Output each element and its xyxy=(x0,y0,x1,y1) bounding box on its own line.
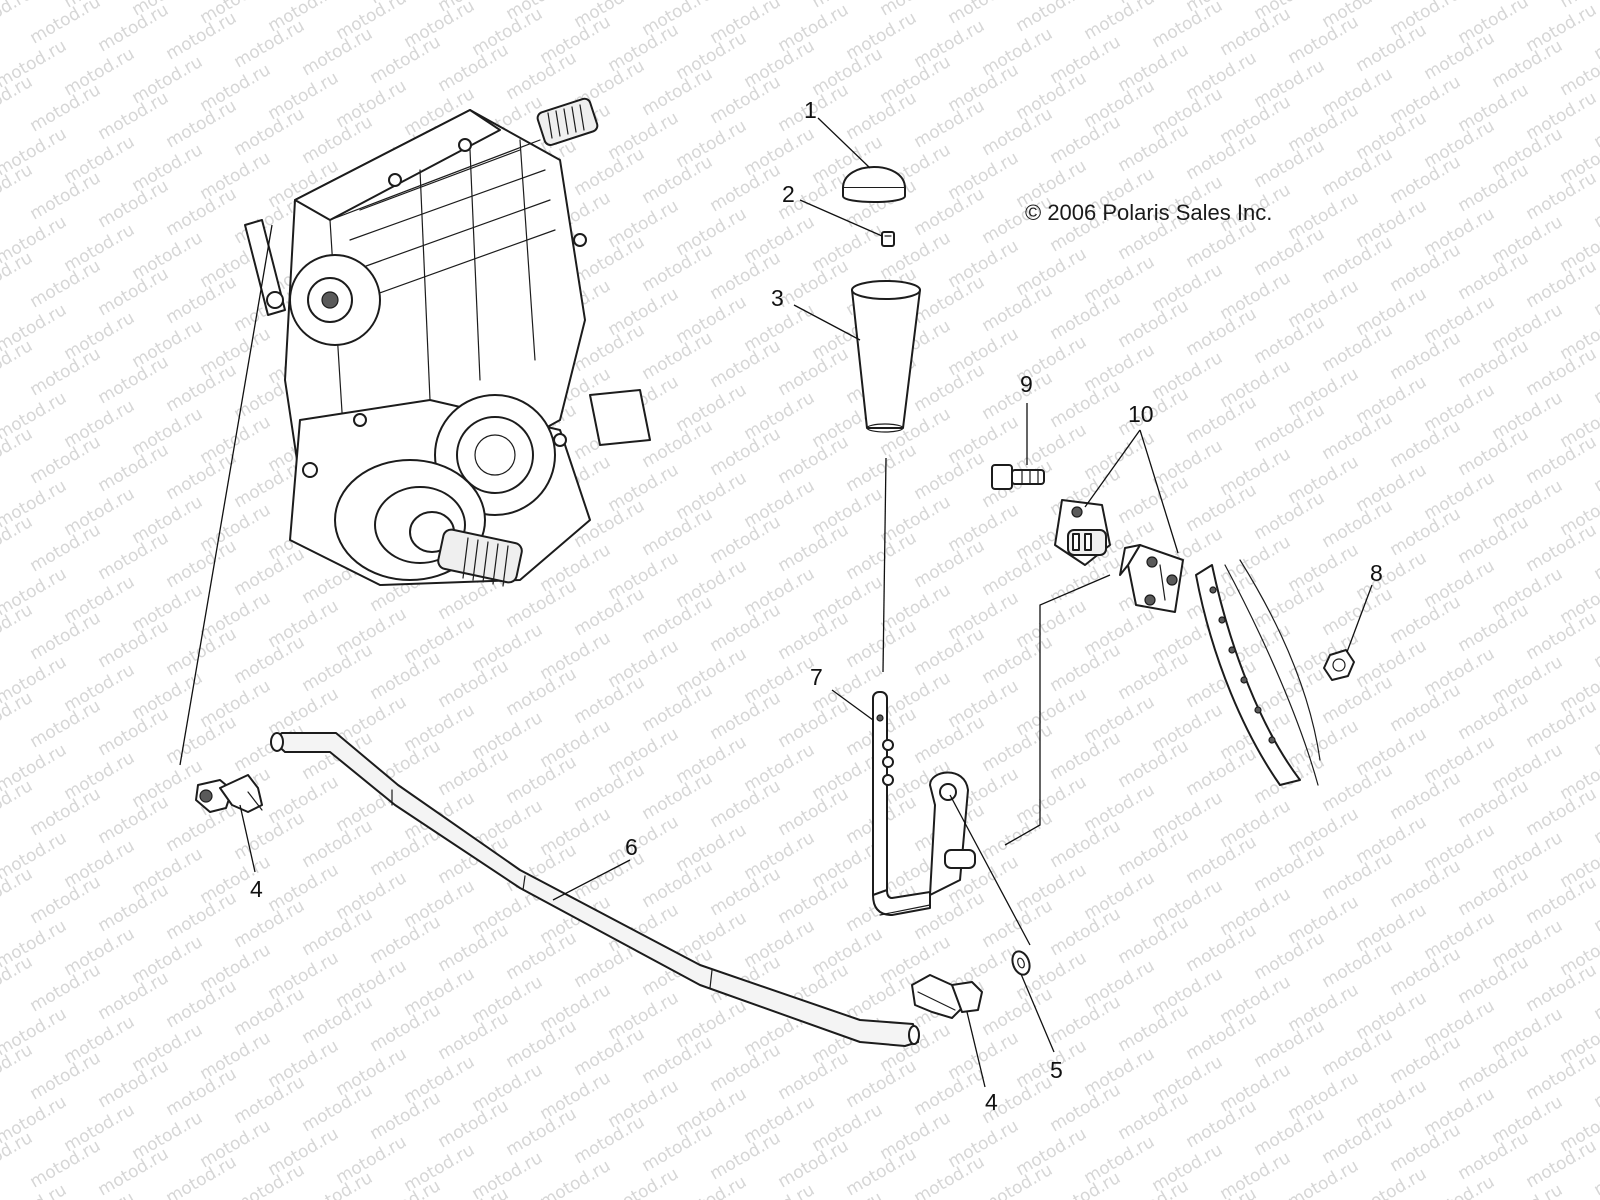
callout-9: 9 xyxy=(1020,371,1033,397)
callout-5: 5 xyxy=(1050,1057,1063,1083)
watermark-text: motod.ru xyxy=(537,1156,615,1200)
callout-3: 3 xyxy=(771,285,784,311)
watermark-text: motod.ru xyxy=(1013,0,1091,36)
watermark-text: motod.ru xyxy=(1217,1148,1295,1200)
watermark-text: motod.ru xyxy=(1285,1156,1363,1200)
callout-10: 10 xyxy=(1128,401,1154,427)
watermark-text: motod.ru xyxy=(469,1148,547,1200)
callout-4-left: 4 xyxy=(250,876,263,902)
callout-6: 6 xyxy=(625,834,638,860)
watermark-text: motod.ru xyxy=(945,0,1023,28)
knob-cap xyxy=(842,166,906,203)
set-screw xyxy=(881,231,895,247)
callout-2: 2 xyxy=(782,181,795,207)
copyright-notice: © 2006 Polaris Sales Inc. xyxy=(1025,200,1273,225)
watermark-text: motod.ru xyxy=(27,0,105,48)
callout-1: 1 xyxy=(804,97,817,123)
watermark-text: motod.ru xyxy=(1353,1164,1431,1200)
bushing-upper xyxy=(1054,499,1111,566)
watermark-text: motod.ru xyxy=(605,1164,683,1200)
callout-8: 8 xyxy=(1370,560,1383,586)
callout-4-right: 4 xyxy=(985,1089,998,1115)
callout-7: 7 xyxy=(810,664,823,690)
watermark-text: motod.ru xyxy=(1081,0,1159,44)
